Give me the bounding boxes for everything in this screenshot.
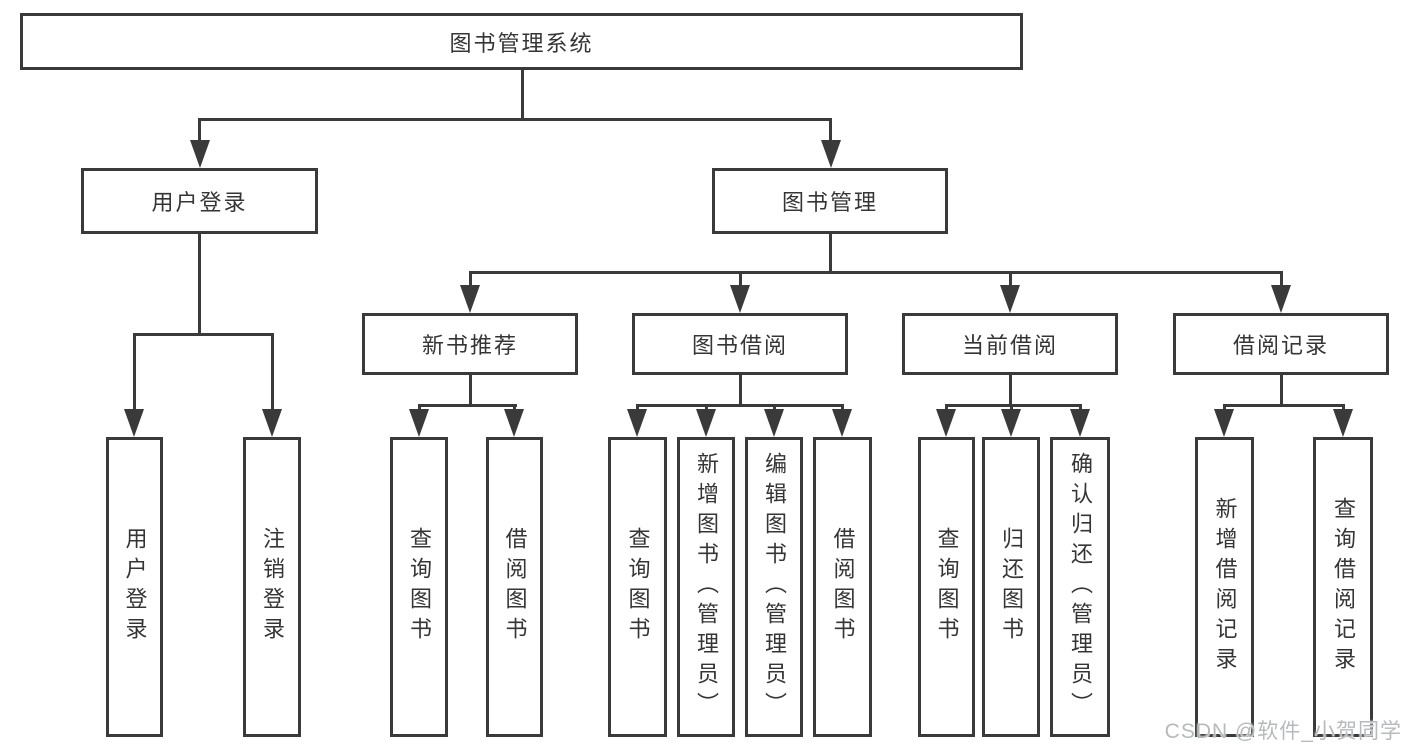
- node-label: 借阅图书: [830, 527, 856, 647]
- arrowhead-down-icon: [1000, 285, 1020, 313]
- arrowhead-down-icon: [190, 140, 210, 168]
- node-book-borrowing: 图书借阅: [632, 313, 848, 375]
- arrowhead-down-icon: [764, 409, 784, 437]
- connector-line: [829, 118, 832, 144]
- connector-line: [133, 333, 274, 336]
- node-query-books-borrowing: 查询图书: [608, 437, 667, 737]
- node-user-login-group: 用户登录: [81, 168, 318, 234]
- node-label: 查询图书: [407, 527, 432, 647]
- node-label: 借阅图书: [502, 527, 528, 647]
- arrowhead-down-icon: [409, 409, 429, 437]
- connector-line: [1280, 271, 1283, 289]
- arrowhead-down-icon: [1214, 409, 1234, 437]
- connector-line: [1009, 375, 1012, 407]
- node-label: 归还图书: [999, 527, 1024, 647]
- node-add-books-admin: 新增图书（管理员）: [677, 437, 735, 737]
- connector-line: [133, 333, 136, 413]
- node-label: 查询借阅记录: [1331, 497, 1356, 677]
- node-label: 新书推荐: [421, 333, 518, 358]
- connector-line: [521, 70, 524, 120]
- connector-line: [469, 271, 1283, 274]
- connector-line: [198, 118, 832, 121]
- node-label: 图书管理: [781, 190, 878, 215]
- arrowhead-down-icon: [1001, 409, 1021, 437]
- node-label: 新增图书（管理员）: [694, 452, 719, 722]
- connector-line: [945, 404, 1082, 407]
- node-label: 当前借阅: [961, 333, 1058, 358]
- connector-line: [469, 271, 472, 289]
- arrowhead-down-icon: [821, 140, 841, 168]
- arrowhead-down-icon: [262, 409, 282, 437]
- arrowhead-down-icon: [1070, 409, 1090, 437]
- node-label: 图书借阅: [691, 333, 788, 358]
- node-label: 借阅记录: [1232, 333, 1329, 358]
- arrowhead-down-icon: [627, 409, 647, 437]
- node-new-book-recommendation: 新书推荐: [362, 313, 578, 375]
- node-query-books-current: 查询图书: [918, 437, 975, 737]
- connector-line: [636, 404, 844, 407]
- node-borrow-books-borrowing: 借阅图书: [813, 437, 872, 737]
- node-user-login: 用户登录: [106, 437, 163, 737]
- connector-line: [418, 404, 517, 407]
- connector-line: [1280, 375, 1283, 407]
- arrowhead-down-icon: [696, 409, 716, 437]
- node-confirm-return-admin: 确认归还（管理员）: [1050, 437, 1110, 737]
- connector-line: [198, 118, 201, 144]
- node-borrowing-records: 借阅记录: [1173, 313, 1389, 375]
- arrowhead-down-icon: [460, 285, 480, 313]
- node-label: 编辑图书（管理员）: [762, 452, 787, 722]
- node-query-books-recommend: 查询图书: [390, 437, 448, 737]
- node-edit-books-admin: 编辑图书（管理员）: [745, 437, 803, 737]
- connector-line: [198, 234, 201, 335]
- node-label: 查询图书: [934, 527, 960, 647]
- node-book-management: 图书管理: [712, 168, 948, 234]
- node-label: 注销登录: [260, 527, 285, 647]
- arrowhead-down-icon: [730, 285, 750, 313]
- connector-line: [271, 333, 274, 413]
- arrowhead-down-icon: [936, 409, 956, 437]
- node-label: 用户登录: [122, 527, 148, 647]
- csdn-watermark: CSDN @软件_小贺同学: [1164, 720, 1402, 743]
- arrowhead-down-icon: [124, 409, 144, 437]
- arrowhead-down-icon: [1333, 409, 1353, 437]
- node-label: 用户登录: [151, 190, 248, 215]
- node-borrow-books-recommend: 借阅图书: [486, 437, 543, 737]
- node-label: 确认归还（管理员）: [1068, 452, 1093, 722]
- node-logout: 注销登录: [243, 437, 301, 737]
- node-add-borrow-record: 新增借阅记录: [1195, 437, 1254, 737]
- arrowhead-down-icon: [832, 409, 852, 437]
- node-label: 新增借阅记录: [1212, 497, 1238, 677]
- connector-line: [829, 234, 832, 273]
- node-library-management-system: 图书管理系统: [20, 13, 1023, 70]
- node-label: 图书管理系统: [449, 30, 594, 56]
- connector-line: [1223, 404, 1345, 407]
- connector-line: [1009, 271, 1012, 289]
- node-query-borrow-record: 查询借阅记录: [1313, 437, 1373, 737]
- arrowhead-down-icon: [504, 409, 524, 437]
- connector-line: [469, 375, 472, 407]
- node-label: 查询图书: [625, 527, 651, 647]
- node-current-borrowing: 当前借阅: [902, 313, 1118, 375]
- arrowhead-down-icon: [1271, 285, 1291, 313]
- connector-line: [739, 271, 742, 289]
- node-return-books: 归还图书: [982, 437, 1040, 737]
- connector-line: [739, 375, 742, 407]
